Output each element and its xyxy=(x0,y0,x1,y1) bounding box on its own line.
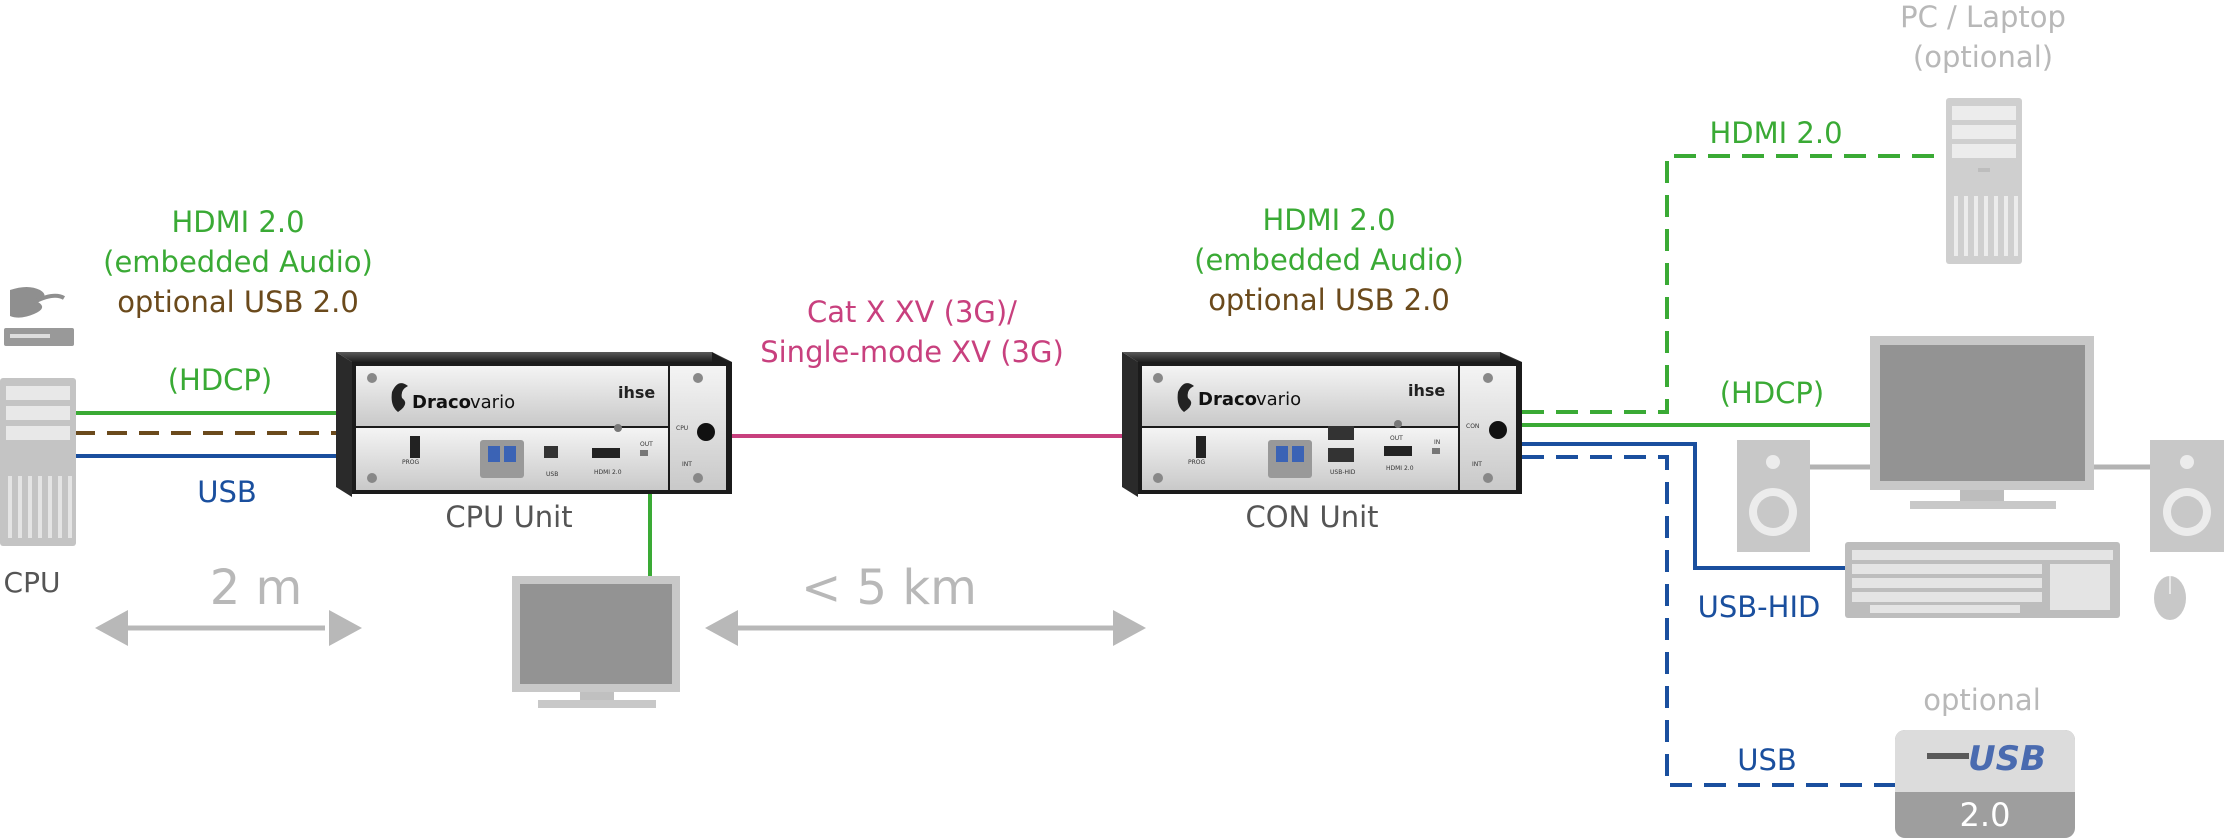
cpu-hdmi-label: HDMI 2.0 xyxy=(171,205,304,239)
hdmi-out-port xyxy=(1384,446,1412,456)
fiber-sfp-port xyxy=(480,440,524,478)
usb-port xyxy=(544,446,558,458)
dragon-logo-icon xyxy=(391,383,408,412)
port-label-in: IN xyxy=(1434,439,1440,446)
cpu-audio-label: (embedded Audio) xyxy=(103,245,373,279)
cpu-unit-device: Draco vario ihse PROG USB HDMI 2.0 OUT C… xyxy=(336,352,732,497)
prog-port xyxy=(1196,436,1206,458)
int-jack xyxy=(1489,421,1507,439)
port-label-out: OUT xyxy=(1390,435,1403,442)
cpu-label: CPU xyxy=(4,566,61,599)
con-usb-cable xyxy=(1522,455,1895,787)
pc-hdmi-label: HDMI 2.0 xyxy=(1709,116,1842,150)
port-label-prog: PROG xyxy=(1188,459,1206,466)
speaker-left-icon xyxy=(1737,440,1810,552)
con-usb-hid-cable xyxy=(1522,442,1845,570)
port-label-usb-hid: USB-HID xyxy=(1330,469,1356,476)
hdmi-in-port xyxy=(592,448,620,458)
usb-line-label: USB xyxy=(1737,743,1797,777)
hdmi-in-port xyxy=(1432,448,1440,454)
fiber-sfp-port xyxy=(1268,440,1312,478)
device-model: vario xyxy=(1256,389,1301,410)
pc-tower-icon xyxy=(1946,98,2022,264)
pc-laptop-label: PC / Laptop xyxy=(1900,0,2066,34)
con-hdmi-label: HDMI 2.0 xyxy=(1262,203,1395,237)
port-label-hdmi: HDMI 2.0 xyxy=(1386,465,1414,472)
dragon-logo-icon xyxy=(1177,383,1194,412)
distance-2m-label: 2 m xyxy=(210,560,303,616)
distance-arrow-2m xyxy=(95,610,362,646)
link-cat-label: Cat X XV (3G)/ xyxy=(807,295,1017,329)
mouse-icon xyxy=(2154,576,2186,620)
distance-arrow-5km xyxy=(705,610,1146,646)
workstation-monitor-icon xyxy=(1870,336,2094,509)
device-maker: ihse xyxy=(618,383,655,402)
pc-optional-label: (optional) xyxy=(1913,40,2053,74)
usb-stick-icon: USB 2.0 xyxy=(1895,730,2075,838)
usb-hid-port-2 xyxy=(1328,448,1354,462)
usb-optional-label: optional xyxy=(1923,683,2041,717)
usb-logo-text: USB xyxy=(1968,739,2046,779)
device-brand: Draco xyxy=(412,392,471,413)
int-jack xyxy=(697,423,715,441)
cpu-tower-icon xyxy=(0,378,76,546)
hdmi-out-port xyxy=(640,450,648,456)
usb-version-label: 2.0 xyxy=(1960,796,2011,834)
port-label-con: CON xyxy=(1466,423,1479,430)
con-unit-device: Draco vario ihse PROG USB-HID OUT HDMI 2… xyxy=(1122,352,1522,497)
port-label-cpu: CPU xyxy=(676,425,688,432)
con-unit-label: CON Unit xyxy=(1245,500,1378,534)
cpu-usb-line-label: USB xyxy=(197,475,257,509)
prog-port xyxy=(410,436,420,458)
bluray-player-icon xyxy=(4,287,74,346)
cpu-unit-label: CPU Unit xyxy=(445,500,572,534)
port-label-hdmi: HDMI 2.0 xyxy=(594,469,622,476)
con-audio-label: (embedded Audio) xyxy=(1194,243,1464,277)
device-maker: ihse xyxy=(1408,381,1445,400)
port-label-prog: PROG xyxy=(402,459,420,466)
device-brand: Draco xyxy=(1198,389,1257,410)
con-hdcp-label: (HDCP) xyxy=(1720,376,1825,410)
port-label-usb: USB xyxy=(546,471,558,478)
speaker-right-icon xyxy=(2150,440,2224,552)
usb-hid-port-1 xyxy=(1328,426,1354,440)
port-label-int: INT xyxy=(1472,461,1482,468)
distance-5km-label: < 5 km xyxy=(801,560,977,616)
con-usb-label: optional USB 2.0 xyxy=(1208,283,1450,317)
usb-hid-label: USB-HID xyxy=(1698,590,1821,624)
cpu-hdcp-label: (HDCP) xyxy=(168,363,273,397)
keyboard-icon xyxy=(1845,542,2120,618)
device-model: vario xyxy=(470,392,515,413)
port-label-int: INT xyxy=(682,461,692,468)
port-label-out: OUT xyxy=(640,441,653,448)
cpu-usb-label: optional USB 2.0 xyxy=(117,285,359,319)
link-singlemode-label: Single-mode XV (3G) xyxy=(760,335,1064,369)
local-monitor-icon xyxy=(512,576,680,708)
con-hdmi-pc-cable xyxy=(1522,154,1938,414)
